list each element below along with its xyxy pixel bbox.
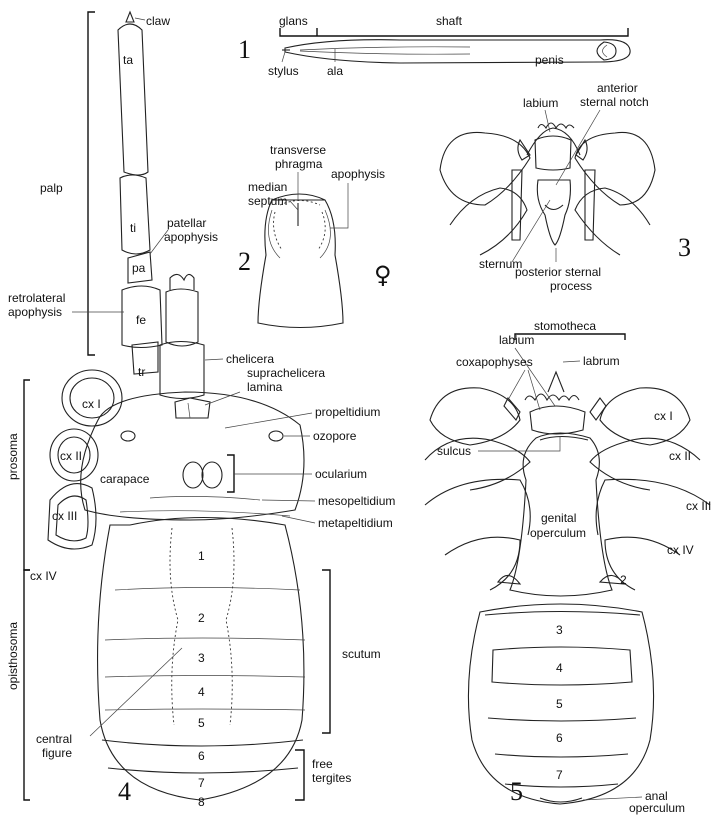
figure-5-ventral	[425, 334, 710, 804]
anal-operculum-label-2: operculum	[629, 801, 685, 815]
prosoma-label: prosoma	[6, 433, 20, 480]
central-figure-label-2: figure	[42, 746, 72, 760]
coxa-3-label-fig5: cx III	[686, 499, 711, 513]
apophysis-label: apophysis	[331, 167, 385, 181]
labium-label-fig5: labium	[499, 333, 534, 347]
posterior-sternal-process-label-2: process	[550, 279, 592, 293]
tergite-6-label: 6	[198, 749, 205, 763]
central-figure-label-1: central	[36, 732, 72, 746]
coxa-4-label-fig4: cx IV	[30, 569, 57, 583]
glans-label: glans	[279, 14, 308, 28]
free-tergites-label-2: tergites	[312, 771, 351, 785]
figure-number-4: 4	[118, 777, 131, 806]
patellar-apophysis-label-2: apophysis	[164, 230, 218, 244]
coxa-1-label-fig5: cx I	[654, 409, 673, 423]
tergite-5-label: 5	[198, 716, 205, 730]
figure-number-1: 1	[238, 35, 251, 64]
sulcus-label: sulcus	[437, 444, 471, 458]
median-septum-label-1: median	[248, 180, 287, 194]
figure-number-2: 2	[238, 247, 251, 276]
tergite-1-label: 1	[198, 549, 205, 563]
anterior-sternal-notch-label-1: anterior	[597, 81, 638, 95]
genital-operculum-label-2: operculum	[530, 526, 586, 540]
anterior-sternal-notch-label-2: sternal notch	[580, 95, 649, 109]
ala-label: ala	[327, 64, 343, 78]
coxa-2-label-fig4: cx II	[60, 449, 82, 463]
coxa-1-label-fig4: cx I	[82, 397, 101, 411]
penis-label: penis	[535, 53, 564, 67]
carapace-label: carapace	[100, 472, 150, 486]
figure-1-penis	[280, 28, 630, 63]
patellar-apophysis-label-1: patellar	[167, 216, 206, 230]
genital-operculum-label-1: genital	[541, 511, 576, 525]
stomotheca-label: stomotheca	[534, 319, 596, 333]
figure-number-5: 5	[510, 777, 523, 806]
sternite-2-label: 2	[620, 573, 627, 587]
palp-label: palp	[40, 181, 63, 195]
scutum-label: scutum	[342, 647, 381, 661]
sternite-5-label: 5	[556, 697, 563, 711]
sternite-6-label: 6	[556, 731, 563, 745]
tarsus-label: ta	[123, 53, 133, 67]
figure-3-female-sternal	[440, 123, 655, 255]
sternite-7-label: 7	[556, 768, 563, 782]
tibia-label: ti	[130, 221, 136, 235]
ozopore-label: ozopore	[313, 429, 357, 443]
female-symbol: ♀	[374, 261, 392, 289]
ocularium-label: ocularium	[315, 467, 367, 481]
stylus-label: stylus	[268, 64, 299, 78]
femur-label: fe	[136, 313, 146, 327]
chelicera-label: chelicera	[226, 352, 274, 366]
mesopeltidium-label: mesopeltidium	[318, 494, 395, 508]
patella-label: pa	[132, 261, 146, 275]
suprachelicera-lamina-label-1: suprachelicera	[247, 366, 325, 380]
transverse-phragma-label-2: phragma	[275, 157, 323, 171]
tergite-2-label: 2	[198, 611, 205, 625]
labrum-label: labrum	[583, 354, 620, 368]
tergite-4-label: 4	[198, 685, 205, 699]
median-septum-label-2: septum	[248, 194, 287, 208]
posterior-sternal-process-label-1: posterior sternal	[515, 265, 601, 279]
retrolateral-apophysis-label-2: apophysis	[8, 305, 62, 319]
figure-number-3: 3	[678, 233, 691, 262]
opisthosoma-label: opisthosoma	[6, 622, 20, 690]
suprachelicera-lamina-label-2: lamina	[247, 380, 283, 394]
coxa-2-label-fig5: cx II	[669, 449, 691, 463]
coxa-4-label-fig5: cx IV	[667, 543, 694, 557]
free-tergites-label-1: free	[312, 757, 333, 771]
tergite-7-label: 7	[198, 776, 205, 790]
metapeltidium-label: metapeltidium	[318, 516, 393, 530]
transverse-phragma-label-1: transverse	[270, 143, 326, 157]
sternite-4-label: 4	[556, 661, 563, 675]
trochanter-label: tr	[138, 365, 145, 379]
labium-label-fig3: labium	[523, 96, 558, 110]
shaft-label: shaft	[436, 14, 463, 28]
propeltidium-label: propeltidium	[315, 405, 380, 419]
figure-2-operculum	[258, 194, 343, 328]
coxa-3-label-fig4: cx III	[52, 509, 77, 523]
figure-4-dorsal	[24, 12, 330, 800]
coxapophyses-label: coxapophyses	[456, 355, 533, 369]
claw-label: claw	[146, 14, 170, 28]
tergite-8-label: 8	[198, 795, 205, 809]
tergite-3-label: 3	[198, 651, 205, 665]
sternite-3-label: 3	[556, 623, 563, 637]
retrolateral-apophysis-label-1: retrolateral	[8, 291, 65, 305]
